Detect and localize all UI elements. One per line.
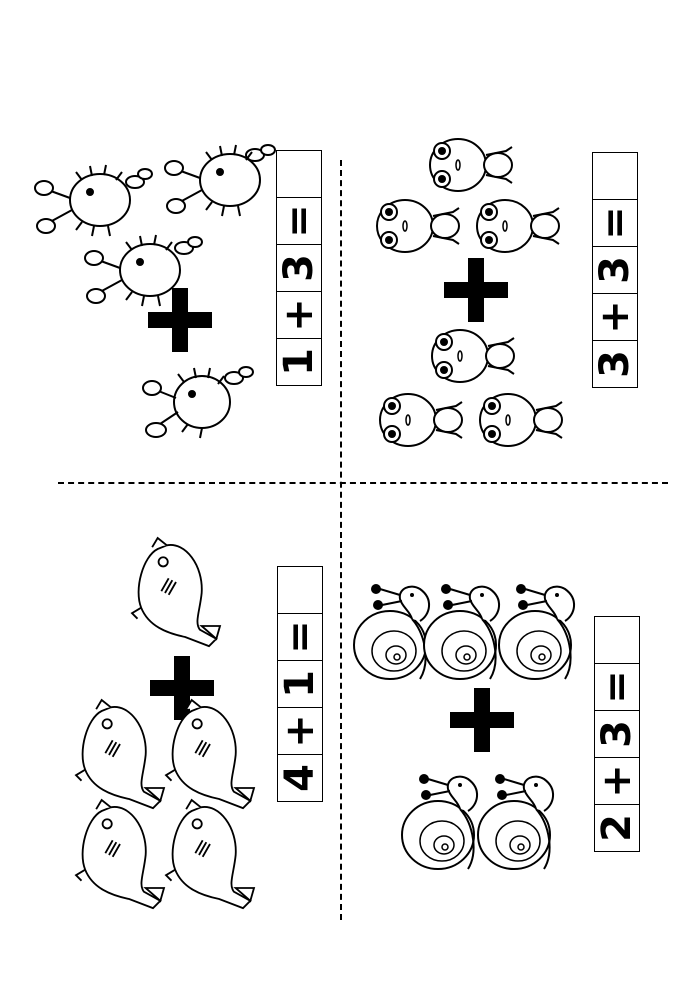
frog-icon — [379, 393, 463, 447]
snail-icon — [498, 583, 576, 680]
equation-strip: = 3 + 1 — [276, 150, 322, 386]
frog-icon — [376, 199, 460, 253]
equals-sign: = — [277, 613, 323, 661]
equation-strip: = 3 + 2 — [594, 616, 640, 852]
plus-sign-icon — [444, 258, 508, 322]
second-addend: 3 — [592, 246, 638, 294]
frog-icon — [476, 199, 560, 253]
first-addend: 1 — [276, 338, 322, 386]
frog-icon — [429, 138, 513, 192]
first-addend: 4 — [277, 754, 323, 802]
answer-box[interactable] — [277, 566, 323, 614]
fish-icon — [165, 799, 255, 910]
fish-icon — [131, 537, 221, 648]
scorpion-icon — [84, 234, 203, 307]
vertical-cut-line — [340, 160, 342, 920]
plus-sign-icon — [150, 656, 214, 720]
second-addend: 3 — [276, 244, 322, 292]
plus-sign-icon — [148, 288, 212, 352]
answer-box[interactable] — [276, 150, 322, 198]
answer-box[interactable] — [592, 152, 638, 200]
scorpion-icon — [34, 164, 153, 237]
equation-strip: = 1 + 4 — [277, 566, 323, 802]
answer-box[interactable] — [594, 616, 640, 664]
plus-operator: + — [277, 707, 323, 755]
plus-operator: + — [594, 757, 640, 805]
snail-icon — [477, 773, 555, 870]
first-addend: 2 — [594, 804, 640, 852]
scorpion-icon — [164, 144, 276, 217]
equation-strip: = 3 + 3 — [592, 152, 638, 388]
scorpion-icon — [142, 366, 254, 439]
fish-icon — [165, 699, 255, 810]
horizontal-cut-line — [58, 482, 668, 484]
frog-icon — [479, 393, 563, 447]
plus-operator: + — [276, 291, 322, 339]
second-addend: 1 — [277, 660, 323, 708]
second-addend: 3 — [594, 710, 640, 758]
first-addend: 3 — [592, 340, 638, 388]
fish-icon — [75, 699, 165, 810]
equals-sign: = — [276, 197, 322, 245]
fish-icon — [75, 799, 165, 910]
equals-sign: = — [594, 663, 640, 711]
plus-operator: + — [592, 293, 638, 341]
plus-sign-icon — [450, 688, 514, 752]
equals-sign: = — [592, 199, 638, 247]
frog-icon — [431, 329, 515, 383]
